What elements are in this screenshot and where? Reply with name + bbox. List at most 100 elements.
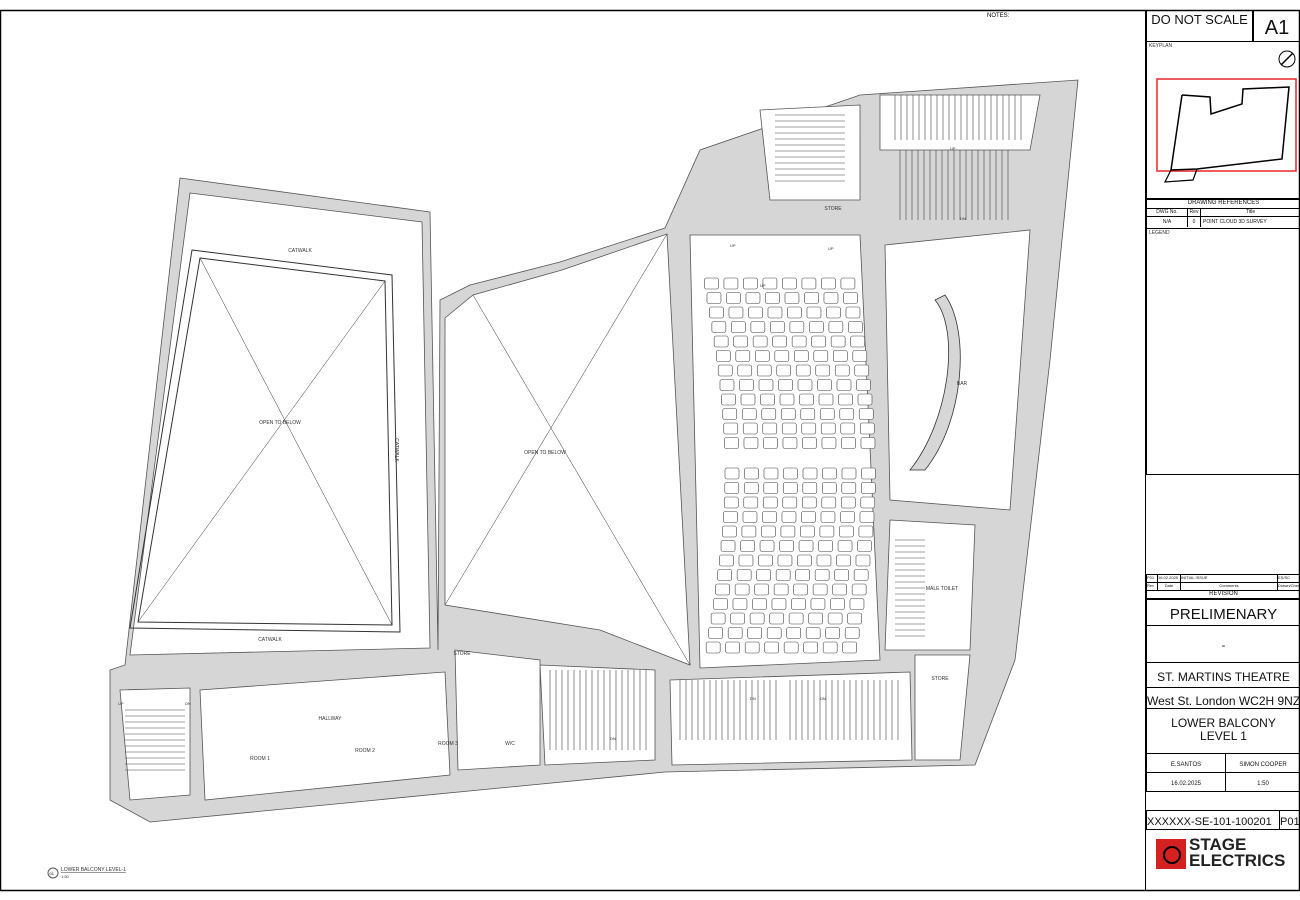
seat [752, 598, 767, 610]
drawing-title: LOWER BALCONY LEVEL 1 [1146, 708, 1300, 754]
seat [722, 408, 738, 420]
seat [743, 277, 758, 290]
drawing-references-heading: DRAWING REFERENCES [1147, 200, 1300, 209]
label-room3: ROOM 3 [438, 741, 458, 747]
seat [853, 569, 869, 581]
seat [840, 277, 856, 290]
legend-label: LEGEND [1149, 230, 1170, 236]
seat [859, 422, 875, 435]
seat [737, 364, 753, 377]
ref-col-dwg: DWG No. [1147, 209, 1188, 216]
seat [849, 598, 865, 610]
stair-direction-label: UP [950, 146, 956, 151]
stair-direction-label: DN [185, 701, 191, 706]
seat [825, 627, 840, 639]
stairs [125, 95, 1022, 771]
client: - [1146, 625, 1300, 663]
seat [795, 364, 811, 377]
seat [791, 598, 806, 610]
seat [724, 467, 740, 480]
rev-drawn-cell: ES/SC [1278, 575, 1291, 580]
seat [779, 540, 794, 552]
seat [784, 292, 800, 304]
seat [724, 437, 739, 449]
notes-label: NOTES: [987, 13, 1010, 19]
seat [795, 569, 810, 581]
seat [748, 306, 763, 319]
seat [740, 540, 755, 552]
seat [860, 437, 876, 449]
seat [706, 292, 722, 304]
seat [726, 292, 741, 304]
seat [723, 277, 739, 290]
seat [856, 379, 871, 391]
seat [782, 277, 797, 290]
seat [763, 467, 779, 480]
seat [736, 569, 752, 581]
seat [814, 569, 830, 581]
seat [722, 525, 737, 538]
seat [851, 583, 867, 596]
seat [834, 569, 849, 581]
label-room1: ROOM 1 [250, 756, 270, 762]
project: ST. MARTINS THEATRE [1146, 662, 1300, 688]
logo-emblem [1156, 839, 1186, 869]
seat [793, 350, 809, 362]
seat [769, 612, 784, 625]
seat [705, 641, 721, 654]
rev-col-drawn: Drawn/Checked [1278, 583, 1300, 588]
seat [759, 540, 775, 552]
seat [728, 306, 744, 319]
seat [725, 641, 740, 654]
drawing-number: XXXXXX-SE-101-100201 [1146, 810, 1280, 830]
seat [709, 306, 724, 319]
seat [743, 496, 759, 509]
rev-col-date: Date [1158, 583, 1181, 590]
seat [747, 627, 762, 639]
keyplan-highlight [1156, 78, 1297, 172]
seat [852, 350, 868, 362]
seat [762, 496, 778, 509]
drawn-by: E.SANTOS [1146, 753, 1226, 773]
label-catwalk-side: CATWALK [393, 438, 399, 462]
seat [763, 482, 779, 494]
seat [764, 641, 779, 654]
seat [752, 335, 768, 348]
seat [771, 598, 787, 610]
seat [802, 467, 818, 480]
seat [741, 408, 757, 420]
seat [841, 482, 857, 494]
seat [842, 641, 857, 654]
label-store-1: STORE [453, 651, 471, 657]
seat [783, 467, 798, 480]
seat [734, 583, 750, 596]
seat [822, 641, 838, 654]
seat [827, 612, 843, 625]
keyplan: KEYPLAN [1146, 41, 1300, 199]
rev-code-cell: P01 [1147, 575, 1158, 582]
view-title: LOWER BALCONY LEVEL-1 [61, 867, 126, 873]
seat [822, 467, 837, 480]
seat [805, 627, 821, 639]
seat [766, 627, 782, 639]
seat [723, 422, 739, 435]
seat [828, 321, 844, 333]
label-catwalk-top: CATWALK [288, 248, 312, 254]
seat [841, 437, 856, 449]
stair-direction-label: DN [960, 216, 966, 221]
seat [758, 379, 774, 391]
do-not-scale: DO NOT SCALE [1146, 10, 1253, 42]
seat [721, 393, 736, 406]
seat [801, 496, 817, 509]
seat [847, 612, 862, 625]
seat [715, 350, 731, 362]
seat [745, 292, 761, 304]
seat [821, 496, 837, 509]
seat [767, 306, 783, 319]
label-open-mid: OPEN TO BELOW [524, 450, 566, 456]
seat [739, 379, 754, 391]
seat [775, 569, 791, 581]
sheet-size: A1 [1253, 10, 1300, 42]
seat [793, 583, 808, 596]
